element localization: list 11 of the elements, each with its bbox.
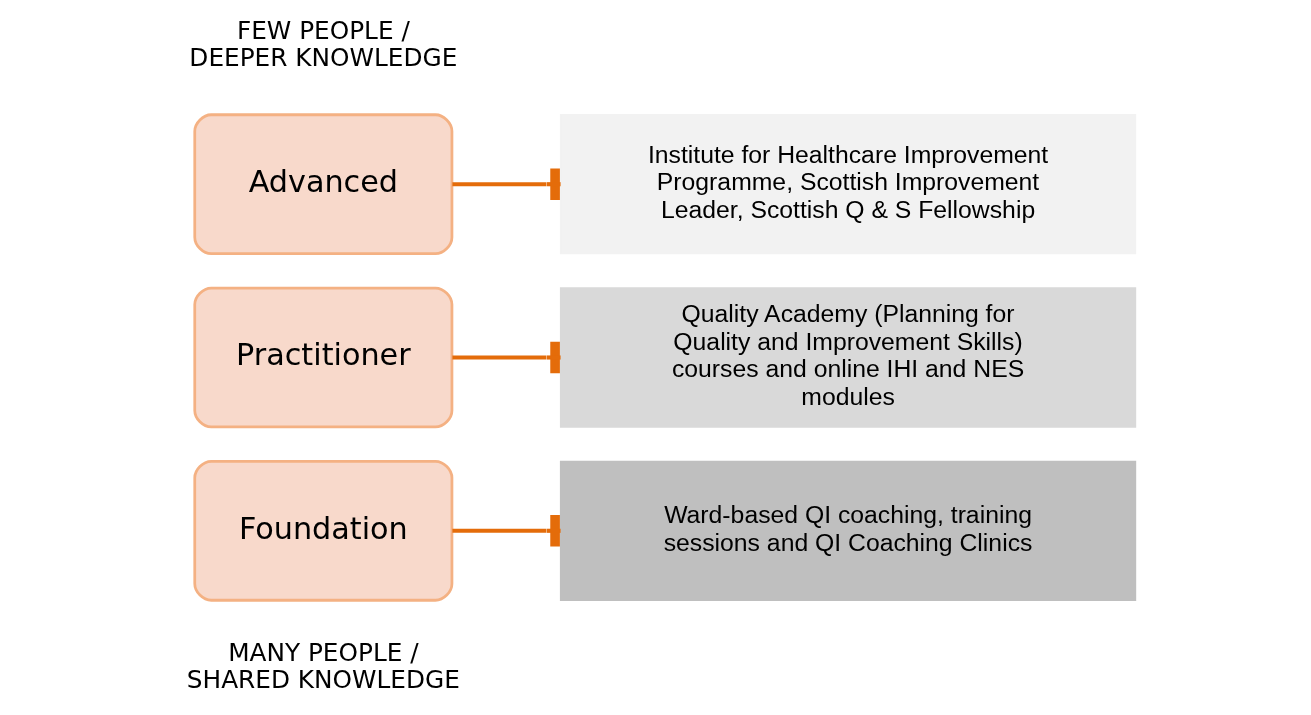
node-box: Foundation <box>193 459 454 602</box>
node-box: Practitioner <box>193 286 454 429</box>
node-box: Ward-based QI coaching, training sessions and QI Coaching Clinics <box>559 460 1137 601</box>
label: FEW PEOPLE / DEEPER KNOWLEDGE <box>189 15 458 73</box>
node-box: Institute for Healthcare Improvement Programme, Scottish Improvement Leader, Scottish Q & S Fellowship <box>559 114 1137 255</box>
connector <box>452 514 561 547</box>
label: MANY PEOPLE / SHARED KNOWLEDGE <box>186 637 460 695</box>
connector <box>452 341 561 374</box>
node-box: Quality Academy (Planning for Quality and Improvement Skills) courses and online IHI and NES modules <box>559 287 1137 428</box>
node-box: Advanced <box>193 113 454 256</box>
connector <box>452 168 561 201</box>
